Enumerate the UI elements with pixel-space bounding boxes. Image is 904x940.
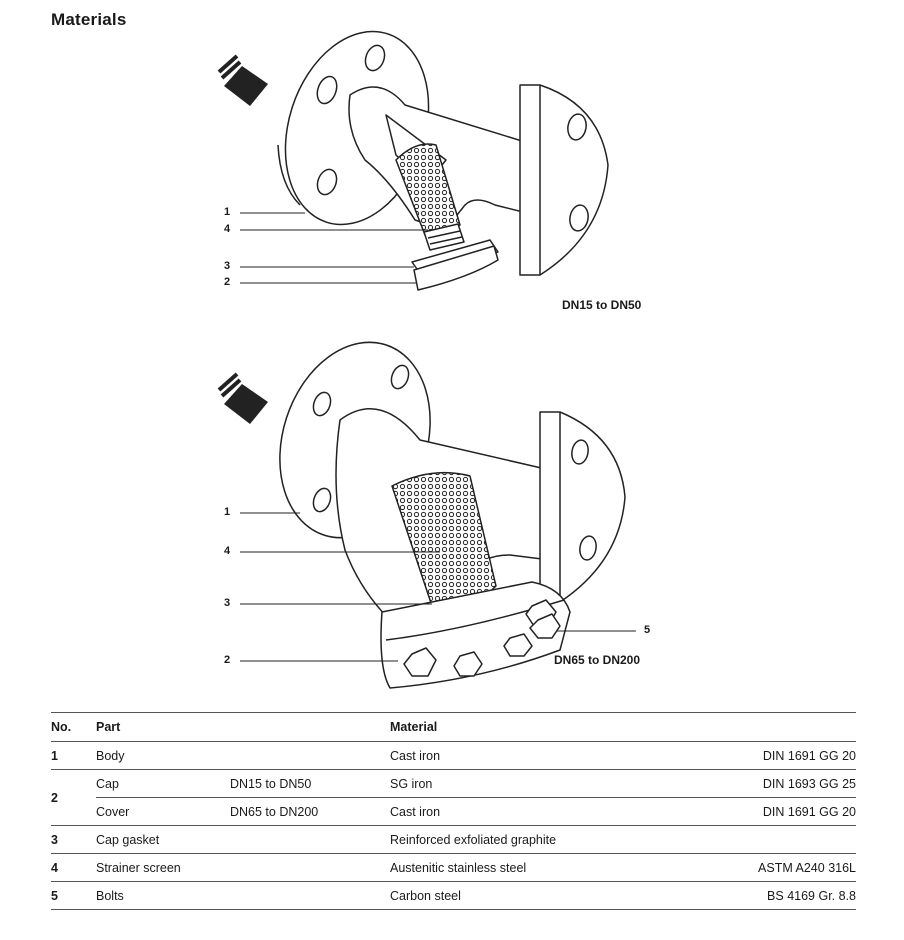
figure-caption-top: DN15 to DN50 xyxy=(562,298,642,312)
materials-table: No. Part Material 1 Body Cast iron DIN 1… xyxy=(51,712,856,910)
row-no: 4 xyxy=(51,853,96,882)
section-title: Materials xyxy=(51,10,127,29)
row-material: SG iron xyxy=(390,769,640,798)
callout-1-top: 1 xyxy=(224,206,231,218)
flow-arrow-icon xyxy=(217,372,268,424)
row-spec: DIN 1691 GG 20 xyxy=(640,797,856,826)
row-no: 2 xyxy=(51,769,96,826)
row-spec: ASTM A240 316L xyxy=(640,853,856,882)
table-row: Cover DN65 to DN200 Cast iron DIN 1691 G… xyxy=(51,797,856,826)
header-material: Material xyxy=(390,712,856,742)
table-header-row: No. Part Material xyxy=(51,712,856,742)
table-row: 1 Body Cast iron DIN 1691 GG 20 xyxy=(51,741,856,770)
row-no: 1 xyxy=(51,741,96,770)
table-row: 3 Cap gasket Reinforced exfoliated graph… xyxy=(51,825,856,854)
row-no: 5 xyxy=(51,881,96,910)
callout-3-top: 3 xyxy=(224,260,231,272)
row-part: Cap gasket xyxy=(96,825,230,854)
table-row: 5 Bolts Carbon steel BS 4169 Gr. 8.8 xyxy=(51,881,856,910)
callout-4-top: 4 xyxy=(224,223,231,235)
row-material: Reinforced exfoliated graphite xyxy=(390,825,640,854)
row-part: Strainer screen xyxy=(96,853,230,882)
row-material: Austenitic stainless steel xyxy=(390,853,640,882)
row-part: Cover xyxy=(96,797,230,826)
row-spec: BS 4169 Gr. 8.8 xyxy=(640,881,856,910)
callout-3-bottom: 3 xyxy=(224,597,231,609)
header-no: No. xyxy=(51,712,96,742)
row-material: Carbon steel xyxy=(390,881,640,910)
row-spec: DIN 1691 GG 20 xyxy=(640,741,856,770)
callout-4-bottom: 4 xyxy=(224,545,231,557)
header-part: Part xyxy=(96,712,390,742)
row-part: Bolts xyxy=(96,881,230,910)
row-no: 3 xyxy=(51,825,96,854)
table-row: 2 Cap DN15 to DN50 SG iron DIN 1693 GG 2… xyxy=(51,769,856,826)
row-spec: DIN 1693 GG 25 xyxy=(640,769,856,798)
row-range xyxy=(230,825,390,854)
callout-1-bottom: 1 xyxy=(224,506,231,518)
figure-caption-bottom: DN65 to DN200 xyxy=(554,653,641,667)
table-row: 4 Strainer screen Austenitic stainless s… xyxy=(51,853,856,882)
row-part: Body xyxy=(96,741,230,770)
row-range xyxy=(230,741,390,770)
callout-5-bottom: 5 xyxy=(644,624,651,636)
callout-2-bottom: 2 xyxy=(224,654,231,666)
row-range: DN65 to DN200 xyxy=(230,797,390,826)
callout-2-top: 2 xyxy=(224,276,231,288)
row-range xyxy=(230,853,390,882)
row-material: Cast iron xyxy=(390,797,640,826)
strainer-diagram-small xyxy=(217,30,609,291)
row-material: Cast iron xyxy=(390,741,640,770)
strainer-diagram-large xyxy=(217,341,636,689)
row-range xyxy=(230,881,390,910)
row-part: Cap xyxy=(96,769,230,798)
flow-arrow-icon xyxy=(217,54,268,106)
row-range: DN15 to DN50 xyxy=(230,769,390,798)
row-spec xyxy=(640,825,856,854)
